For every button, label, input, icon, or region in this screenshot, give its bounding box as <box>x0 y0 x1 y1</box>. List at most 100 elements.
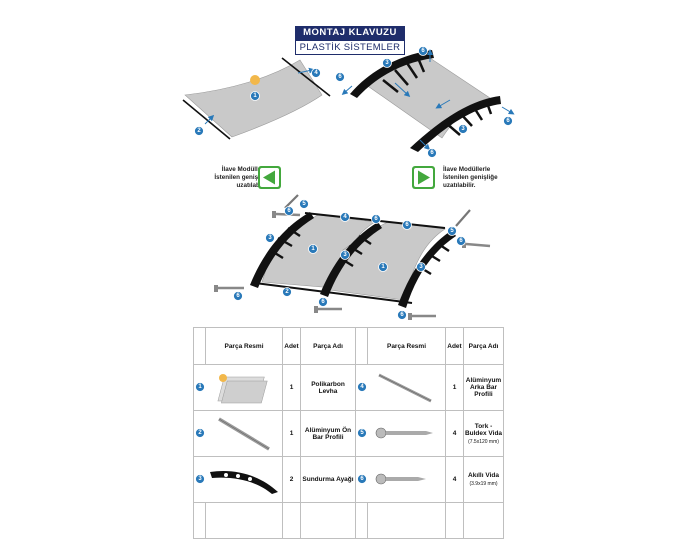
badge-3c-a: 3 <box>265 233 275 243</box>
badge-5c-a: 5 <box>299 199 309 209</box>
qty-front-bar: 1 <box>282 410 301 457</box>
badge-1a: 1 <box>250 91 260 101</box>
badge-row-4: 4 <box>356 381 367 392</box>
extended-front-bar <box>254 282 413 304</box>
svg-text:5: 5 <box>450 228 454 234</box>
badge-2a: 2 <box>194 126 204 136</box>
svg-text:3: 3 <box>268 235 272 241</box>
badge-6b-right: 6 <box>503 116 513 126</box>
badge-6c-e: 6 <box>233 291 243 301</box>
arrow-right-icon <box>414 168 433 187</box>
badge-6c-b: 6 <box>371 214 381 224</box>
badge-row-1: 1 <box>194 381 205 392</box>
step2-bracket-assembly <box>341 49 515 152</box>
name-bracket: Sundurma Ayağı <box>300 456 356 503</box>
extend-note-right: İlave Modüllerle İstenilen genişliğe uza… <box>443 166 498 189</box>
header-qty-left: Adet <box>282 327 301 365</box>
qty-bracket: 2 <box>282 456 301 503</box>
table-row: 3 2 Sundurma Ayağı 6 4 Akıllı Vida(3.9x1… <box>193 456 504 503</box>
manual-title: MONTAJ KLAVUZU <box>295 26 405 40</box>
spec-smart-screw: (3.9x19 mm) <box>469 481 498 487</box>
badge-1c-a: 1 <box>308 244 318 254</box>
svg-text:2: 2 <box>198 430 202 436</box>
screw-left-bottom <box>214 285 244 292</box>
svg-text:3: 3 <box>198 476 202 482</box>
name-tork-screw: Tork - Buldex Vida <box>464 422 503 437</box>
table-row: 2 1 Alüminyum Ön Bar Profili 5 4 Tork - … <box>193 410 504 457</box>
screw-mid-bottom <box>314 306 342 313</box>
step3-extended-assembly <box>214 194 491 320</box>
table-row-empty <box>193 502 504 539</box>
bracket-module-2 <box>320 222 382 297</box>
badge-row-5: 5 <box>356 427 367 438</box>
badge-5c-b: 5 <box>447 226 457 236</box>
svg-text:5: 5 <box>302 201 306 207</box>
bracket-module-3 <box>398 230 456 308</box>
svg-text:4: 4 <box>360 384 364 390</box>
svg-text:6: 6 <box>459 238 463 244</box>
screw-top-center <box>284 194 299 209</box>
svg-text:5: 5 <box>360 430 364 436</box>
badge-6b-bottom: 6 <box>427 148 437 158</box>
svg-text:2: 2 <box>197 128 201 134</box>
badge-3c-c: 3 <box>416 262 426 272</box>
badge-4c: 4 <box>340 212 350 222</box>
badge-4a: 4 <box>311 68 321 78</box>
svg-text:1: 1 <box>198 384 202 390</box>
front-bar-image <box>217 416 270 451</box>
svg-text:1: 1 <box>381 264 385 270</box>
table-header-row: Parça Resmi Adet Parça Adı Parça Resmi A… <box>193 327 504 365</box>
film-peel-icon <box>250 75 260 85</box>
qty-tork-screw: 4 <box>445 410 464 457</box>
badge-6b-top: 6 <box>418 46 428 56</box>
bracket-left <box>350 50 434 98</box>
badge-6c-d: 6 <box>456 236 466 246</box>
extend-right-button[interactable] <box>412 166 435 189</box>
svg-text:6: 6 <box>374 216 378 222</box>
name-smart-screw-cell: Akıllı Vida(3.9x19 mm) <box>463 456 504 503</box>
badge-2c: 2 <box>282 287 292 297</box>
badge-row-2: 2 <box>194 427 205 438</box>
rear-bar-image <box>378 373 432 402</box>
svg-text:1: 1 <box>253 93 257 99</box>
svg-text:3: 3 <box>343 252 347 258</box>
header-part-name-left: Parça Adı <box>300 327 356 365</box>
svg-text:6: 6 <box>338 74 342 80</box>
manual-subtitle: PLASTİK SİSTEMLER <box>295 40 405 55</box>
svg-text:6: 6 <box>236 293 240 299</box>
spec-tork-screw: (7.5x120 mm) <box>468 438 499 445</box>
name-tork-screw-cell: Tork - Buldex Vida(7.5x120 mm) <box>463 410 504 457</box>
badge-6b-left: 6 <box>335 72 345 82</box>
bracket-module-1 <box>250 212 314 288</box>
extend-note-left: İlave Modüllerle İstenilen genişliğe uza… <box>214 166 269 189</box>
parts-table: Parça Resmi Adet Parça Adı Parça Resmi A… <box>193 327 504 539</box>
screw-top-right <box>455 209 471 227</box>
svg-text:6: 6 <box>405 222 409 228</box>
name-rear-bar: Alüminyum Arka Bar Profili <box>465 377 502 398</box>
badge-6c-c: 6 <box>402 220 412 230</box>
badge-3b-top: 3 <box>382 58 392 68</box>
svg-text:6: 6 <box>321 299 325 305</box>
badge-row-6: 6 <box>356 473 367 484</box>
awning-bracket-image <box>209 470 278 494</box>
badge-1c-b: 1 <box>378 262 388 272</box>
extend-left-button[interactable] <box>258 166 281 189</box>
header-qty-right: Adet <box>445 327 464 365</box>
smart-screw-image <box>375 473 427 484</box>
svg-text:3: 3 <box>419 264 423 270</box>
svg-text:2: 2 <box>285 289 289 295</box>
svg-text:6: 6 <box>430 150 434 156</box>
name-front-bar: Alüminyum Ön Bar Profili <box>300 410 356 457</box>
svg-text:1: 1 <box>311 246 315 252</box>
svg-text:6: 6 <box>400 312 404 318</box>
badge-6c-g: 6 <box>397 310 407 320</box>
table-row: 1 1 Polikarbon Levha 4 1 Alüminyum Arka … <box>193 364 504 411</box>
assembly-diagram: 1 2 4 3 6 6 3 6 6 <box>182 46 515 320</box>
arrow-left-icon <box>260 168 279 187</box>
qty-polycarbonate: 1 <box>282 364 301 411</box>
qty-smart-screw: 4 <box>445 456 464 503</box>
badge-3c-b: 3 <box>340 250 350 260</box>
screw-right <box>462 241 491 248</box>
name-rear-bar-cell: Alüminyum Arka Bar Profili <box>463 364 504 411</box>
bracket-right <box>410 96 501 152</box>
